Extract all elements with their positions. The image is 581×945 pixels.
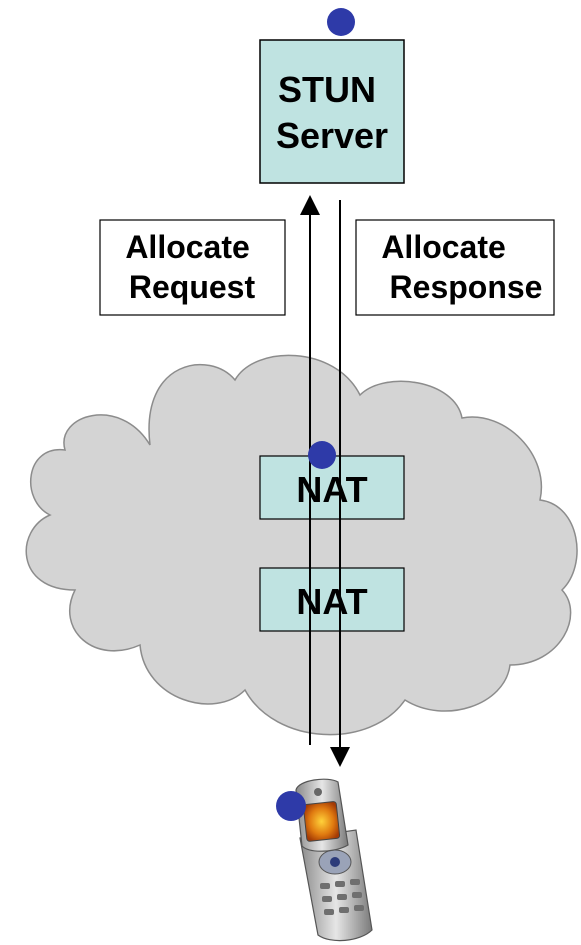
svg-text:NAT: NAT [296, 581, 367, 622]
stun-server-label-line2: Server [276, 115, 388, 156]
nat-label-lower: NAT [296, 581, 367, 622]
svg-text:NAT: NAT [296, 469, 367, 510]
stun-server-label-line1: STUN [278, 69, 376, 110]
allocate-request-line2: Request [129, 269, 256, 305]
svg-text:Allocate Response: Allocate Response [381, 229, 542, 305]
nat-endpoint-dot [308, 441, 336, 469]
network-cloud [25, 354, 578, 736]
client-endpoint-dot [276, 791, 306, 821]
flip-phone-icon [295, 778, 373, 942]
allocate-response-line2: Response [390, 269, 543, 305]
allocate-response-line1: Allocate [381, 229, 505, 265]
allocate-request-box [99, 219, 286, 316]
server-endpoint-dot [327, 8, 355, 36]
nat-box-lower [259, 567, 405, 632]
svg-text:Allocate Request: Allocate Request [125, 229, 258, 305]
allocate-response-box [355, 219, 555, 316]
allocate-request-line1: Allocate [125, 229, 249, 265]
svg-text:STUN Server: STUN Server [276, 69, 388, 156]
nat-label-upper: NAT [296, 469, 367, 510]
stun-server-box [259, 39, 405, 184]
